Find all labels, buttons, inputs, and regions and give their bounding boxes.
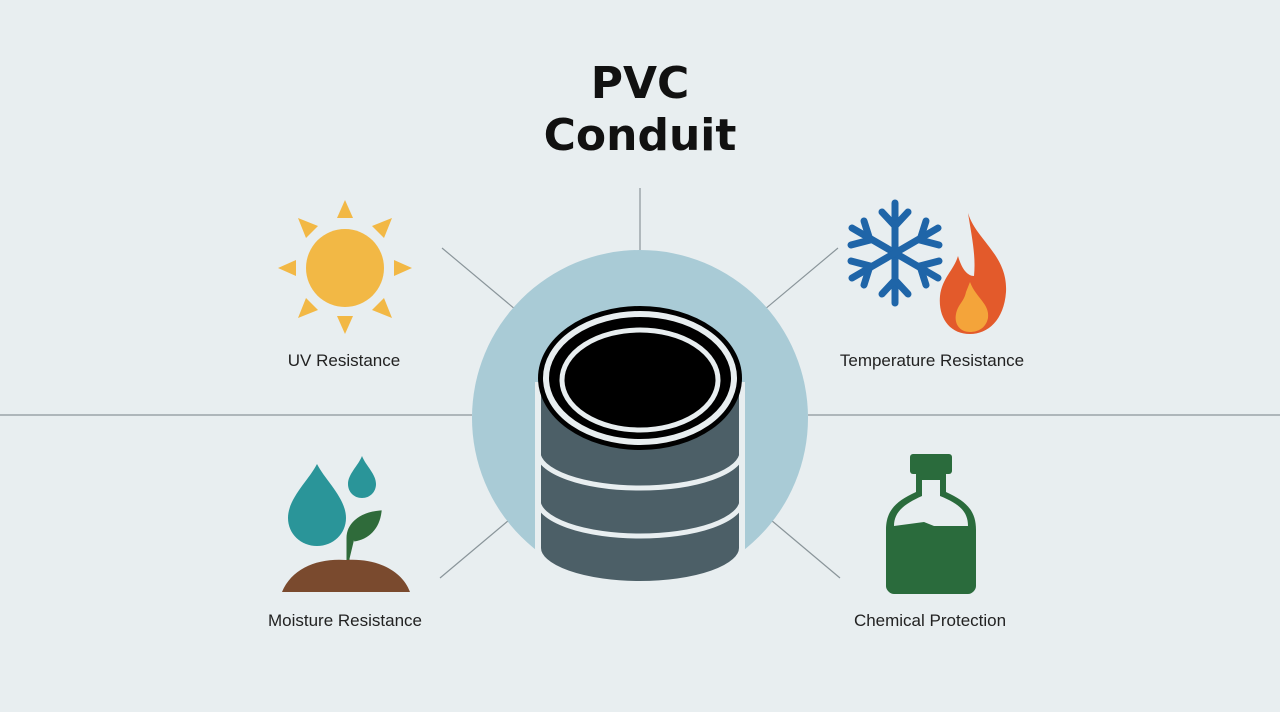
title-line-1: PVC: [590, 58, 690, 109]
diagram-title: PVC Conduit: [440, 58, 840, 162]
uv-resistance-label: UV Resistance: [287, 351, 401, 370]
water-drops-sprout-icon: [282, 456, 410, 592]
chemical-protection-label: Chemical Protection: [853, 611, 1007, 630]
flame-icon: [939, 213, 1007, 334]
bottle-icon: [886, 454, 976, 594]
pipe-icon: [535, 306, 745, 587]
connector-chemical: [764, 514, 841, 579]
moisture-resistance-label: Moisture Resistance: [267, 611, 422, 630]
snowflake-icon: [847, 199, 943, 307]
title-line-2: Conduit: [543, 110, 737, 161]
connector-moisture: [439, 514, 516, 579]
connector-lines: [0, 188, 1280, 579]
temperature-resistance-label: Temperature Resistance: [839, 351, 1025, 370]
sun-icon: [278, 200, 412, 334]
